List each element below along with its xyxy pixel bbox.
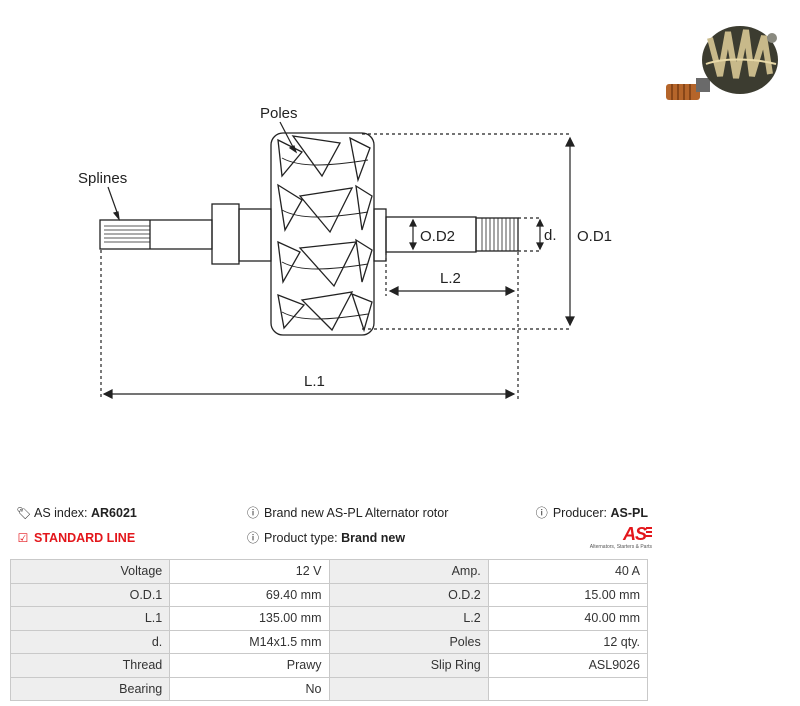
table-row: Thread Prawy Slip Ring ASL9026: [9, 653, 649, 678]
spec-table: Voltage 12 V Amp. 40 A O.D.1 69.40 mm O.…: [9, 559, 649, 701]
claw-pole-body: [270, 132, 375, 336]
label-od2: O.D2: [420, 228, 455, 245]
spec-value[interactable]: ASL9026: [487, 653, 649, 678]
info-circle-icon: ⓘ: [246, 506, 259, 520]
product-type: ⓘ Product type: Brand new: [246, 530, 405, 546]
front-hub: [211, 203, 240, 265]
spec-label: O.D.1: [9, 582, 171, 607]
table-row: d. M14x1.5 mm Poles 12 qty.: [9, 629, 649, 654]
description-text: Brand new AS-PL Alternator rotor: [264, 506, 449, 520]
label-l1: L.1: [304, 373, 325, 390]
spec-label: Thread: [9, 653, 171, 678]
spec-label: Bearing: [9, 676, 171, 701]
spec-value: 15.00 mm: [487, 582, 649, 607]
product-photo: [666, 26, 778, 100]
logo-mark: AS: [622, 524, 647, 544]
standard-line-badge: ☑ STANDARD LINE: [16, 530, 136, 546]
spec-value: 12 qty.: [487, 629, 649, 654]
check-square-icon: ☑: [17, 531, 29, 545]
product-description: ⓘ Brand new AS-PL Alternator rotor: [246, 505, 448, 521]
spec-label: O.D.2: [328, 582, 489, 607]
as-index: 🏷︎AS index: AR6021: [16, 505, 137, 521]
info-circle-icon: ⓘ: [246, 531, 259, 545]
spec-label: Voltage: [9, 559, 171, 584]
spec-value: 135.00 mm: [169, 606, 330, 631]
label-od1: O.D1: [577, 228, 612, 245]
standard-line-label: STANDARD LINE: [34, 531, 136, 545]
table-row: Bearing No: [9, 676, 649, 701]
producer-label: Producer:: [552, 506, 608, 520]
spec-label: Amp.: [328, 559, 489, 584]
spec-value: [487, 676, 649, 701]
splined-shaft: [99, 219, 213, 250]
label-d: d.: [544, 227, 557, 244]
as-index-value[interactable]: AR6021: [91, 506, 137, 520]
spec-value: Prawy: [169, 653, 330, 678]
as-index-label: AS index:: [34, 506, 88, 520]
spec-value: No: [169, 676, 330, 701]
spec-label: L.2: [328, 606, 489, 631]
logo-tagline: Alternators, Starters & Parts: [589, 544, 652, 550]
spec-label: [328, 676, 489, 701]
spec-value: 12 V: [169, 559, 330, 584]
spec-value: M14x1.5 mm: [169, 629, 330, 654]
label-poles: Poles: [260, 105, 298, 122]
producer: ⓘ Producer: AS-PL: [535, 505, 648, 521]
rear-hub: [373, 208, 387, 262]
spec-value: 40 A: [487, 559, 649, 584]
thread: [475, 217, 519, 252]
as-pl-logo: AS Alternators, Starters & Parts: [586, 524, 652, 552]
spec-label: d.: [9, 629, 171, 654]
spec-value: 40.00 mm: [487, 606, 649, 631]
table-row: L.1 135.00 mm L.2 40.00 mm: [9, 606, 649, 631]
label-splines: Splines: [78, 170, 127, 187]
tags-icon: 🏷︎: [16, 506, 32, 520]
product-type-label: Product type:: [264, 531, 338, 545]
spec-label: Slip Ring: [328, 653, 489, 678]
product-type-value: Brand new: [341, 531, 406, 545]
spec-value: 69.40 mm: [169, 582, 330, 607]
spec-label: L.1: [9, 606, 171, 631]
producer-value: AS-PL: [610, 506, 649, 520]
info-circle-icon: ⓘ: [535, 506, 548, 520]
table-row: Voltage 12 V Amp. 40 A: [9, 559, 649, 584]
rotor-technical-drawing: Poles Splines O.D2 d. O.D1 L.2 L.1: [78, 105, 612, 400]
label-l2: L.2: [440, 270, 461, 287]
spec-label: Poles: [328, 629, 489, 654]
table-row: O.D.1 69.40 mm O.D.2 15.00 mm: [9, 582, 649, 607]
logo-bars-icon: [646, 527, 652, 539]
